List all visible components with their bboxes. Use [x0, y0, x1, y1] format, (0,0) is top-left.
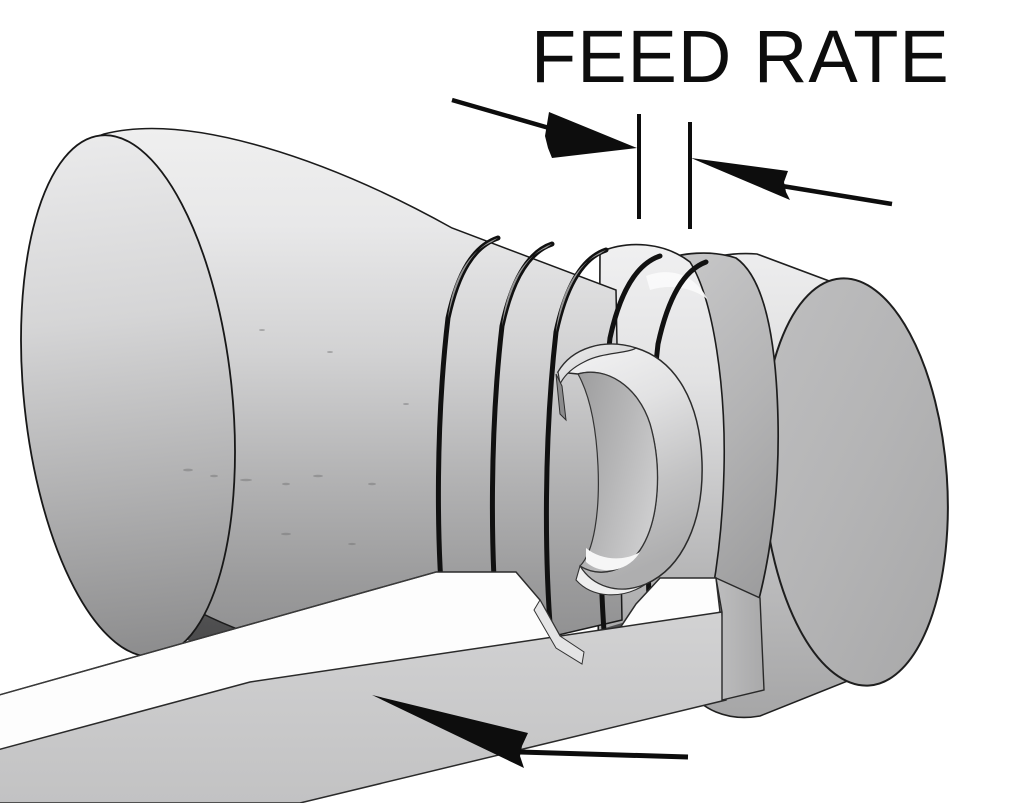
- feed-direction-arrow: [372, 695, 689, 768]
- groove-line-3: [543, 247, 609, 651]
- tool-top-edge: [0, 571, 437, 696]
- dimension-leader-right: [781, 183, 893, 207]
- chip-leading-rim: [557, 343, 638, 386]
- tool-notch-shading: [533, 599, 585, 665]
- page-title: FEED RATE: [531, 15, 950, 98]
- feed-direction-leader: [519, 749, 689, 760]
- chip-edge-thickness: [555, 373, 567, 422]
- curled-chip: [555, 343, 703, 596]
- tool-front-face: [0, 611, 727, 803]
- surface-speckles: [183, 329, 409, 546]
- feed-direction-arrowhead: [372, 695, 528, 768]
- groove-line-1: [435, 235, 501, 625]
- feed-rate-dimension: [451, 97, 893, 229]
- dimension-arrowhead-left: [545, 112, 637, 158]
- dimension-leader-left: [451, 97, 557, 133]
- chip-bottom-fold: [575, 564, 647, 596]
- chip-inner-aperture: [586, 548, 640, 571]
- tool-end-face: [715, 576, 765, 701]
- dimension-arrowhead-right: [691, 158, 790, 200]
- groove-line-2: [489, 241, 555, 639]
- cutting-tool: [0, 571, 765, 803]
